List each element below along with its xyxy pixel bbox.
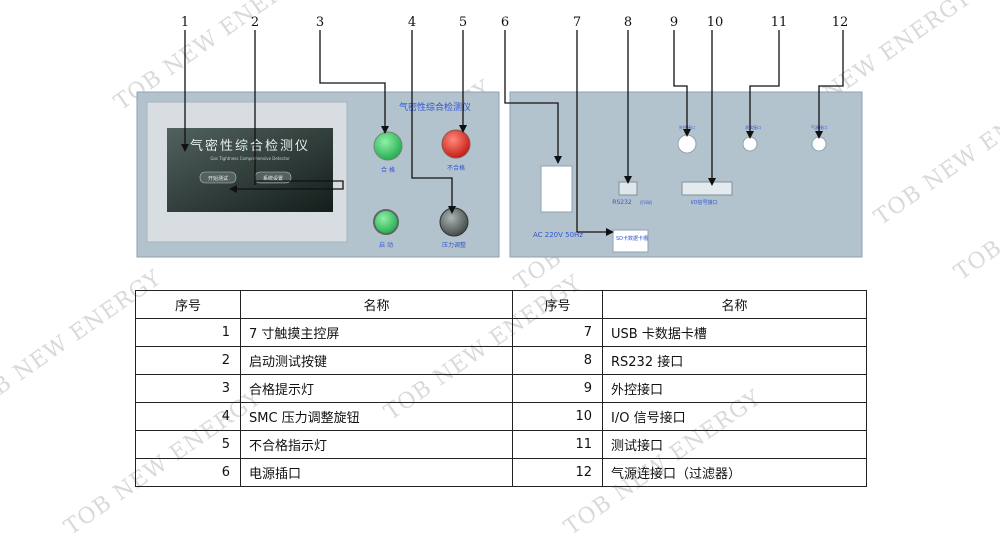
screen-subtitle: Gas Tightness Comprehensive Detector xyxy=(210,156,290,161)
cell-index: 9 xyxy=(512,374,603,403)
table-row: 3 合格提示灯 9 外控接口 xyxy=(135,374,867,403)
start-button xyxy=(373,209,399,235)
gas-port-icon xyxy=(811,136,827,152)
cell-name: 电源插口 xyxy=(240,458,513,487)
callout-9: 9 xyxy=(670,15,678,30)
rs232-label: RS232 xyxy=(612,199,632,206)
cell-name: 7 寸触摸主控屏 xyxy=(240,318,513,347)
cell-name: RS232 接口 xyxy=(602,346,867,375)
cell-index: 11 xyxy=(512,430,603,459)
cell-name: SMC 压力调整旋钮 xyxy=(240,402,513,431)
cell-name: 合格提示灯 xyxy=(240,374,513,403)
cell-index: 7 xyxy=(512,318,603,347)
leader-arrowheads xyxy=(181,125,823,236)
leader-lines xyxy=(184,30,844,233)
callout-3: 3 xyxy=(316,15,324,30)
screen-start-button xyxy=(199,171,237,184)
screen-settings-label: 系统设置 xyxy=(263,175,283,182)
callout-4: 4 xyxy=(408,15,416,30)
cell-name: USB 卡数据卡槽 xyxy=(602,318,867,347)
cell-name: 外控接口 xyxy=(602,374,867,403)
header-name: 名称 xyxy=(602,290,867,319)
pass-indicator-light xyxy=(373,131,403,161)
pressure-knob xyxy=(439,207,469,237)
callout-7: 7 xyxy=(573,15,581,30)
callout-6: 6 xyxy=(501,15,509,30)
cell-name: 启动测试按键 xyxy=(240,346,513,375)
external-control-port-icon xyxy=(677,134,697,154)
start-label: 启 动 xyxy=(379,241,393,249)
knob-label: 压力调整 xyxy=(442,241,466,249)
callout-1: 1 xyxy=(181,15,189,30)
callout-11: 11 xyxy=(771,15,788,30)
callout-2: 2 xyxy=(251,15,259,30)
fail-label: 不合格 xyxy=(447,164,465,172)
table-row: 4 SMC 压力调整旋钮 10 I/O 信号接口 xyxy=(135,402,867,431)
test-label: 测试接口 xyxy=(745,124,761,130)
sd-card-slot-icon xyxy=(612,229,649,253)
screen-title: 气密性综合检测仪 xyxy=(190,138,310,154)
io-port-icon xyxy=(681,181,733,196)
cell-index: 2 xyxy=(135,346,241,375)
cell-index: 8 xyxy=(512,346,603,375)
cell-index: 4 xyxy=(135,402,241,431)
cell-name: 测试接口 xyxy=(602,430,867,459)
test-port-icon xyxy=(742,136,758,152)
header-index: 序号 xyxy=(512,290,603,319)
cell-index: 6 xyxy=(135,458,241,487)
table-row: 6 电源插口 12 气源连接口（过滤器） xyxy=(135,458,867,487)
table-row: 1 7 寸触摸主控屏 7 USB 卡数据卡槽 xyxy=(135,318,867,347)
power-socket-icon xyxy=(540,165,573,213)
table-row: 5 不合格指示灯 11 测试接口 xyxy=(135,430,867,459)
header-name: 名称 xyxy=(240,290,513,319)
cell-index: 3 xyxy=(135,374,241,403)
fail-indicator-light xyxy=(441,129,471,159)
callout-12: 12 xyxy=(832,15,849,30)
power-label: AC 220V 50Hz xyxy=(533,231,583,239)
header-index: 序号 xyxy=(135,290,241,319)
callout-5: 5 xyxy=(459,15,467,30)
rs232-sub-label: 打印机 xyxy=(640,199,652,205)
io-label: I/O信号接口 xyxy=(690,199,717,206)
cell-name: 不合格指示灯 xyxy=(240,430,513,459)
device-diagram: 气密性综合检测仪 Gas Tightness Comprehensive Det… xyxy=(136,15,863,258)
cell-index: 1 xyxy=(135,318,241,347)
callout-8: 8 xyxy=(624,15,632,30)
front-panel-title: 气密性综合检测仪 xyxy=(399,101,471,113)
parts-table: 序号 名称 序号 名称 1 7 寸触摸主控屏 7 USB 卡数据卡槽 2 启动测… xyxy=(135,290,867,487)
cell-name: 气源连接口（过滤器） xyxy=(602,458,867,487)
screen-start-label: 开始测试 xyxy=(208,175,228,182)
callout-10: 10 xyxy=(707,15,724,30)
cell-index: 5 xyxy=(135,430,241,459)
table-row: 2 启动测试按键 8 RS232 接口 xyxy=(135,346,867,375)
cell-name: I/O 信号接口 xyxy=(602,402,867,431)
sd-card-label: SD卡数据卡槽 xyxy=(616,235,648,242)
cell-index: 12 xyxy=(512,458,603,487)
table-header-row: 序号 名称 序号 名称 xyxy=(135,290,867,319)
cell-index: 10 xyxy=(512,402,603,431)
pass-label: 合 格 xyxy=(381,166,395,174)
